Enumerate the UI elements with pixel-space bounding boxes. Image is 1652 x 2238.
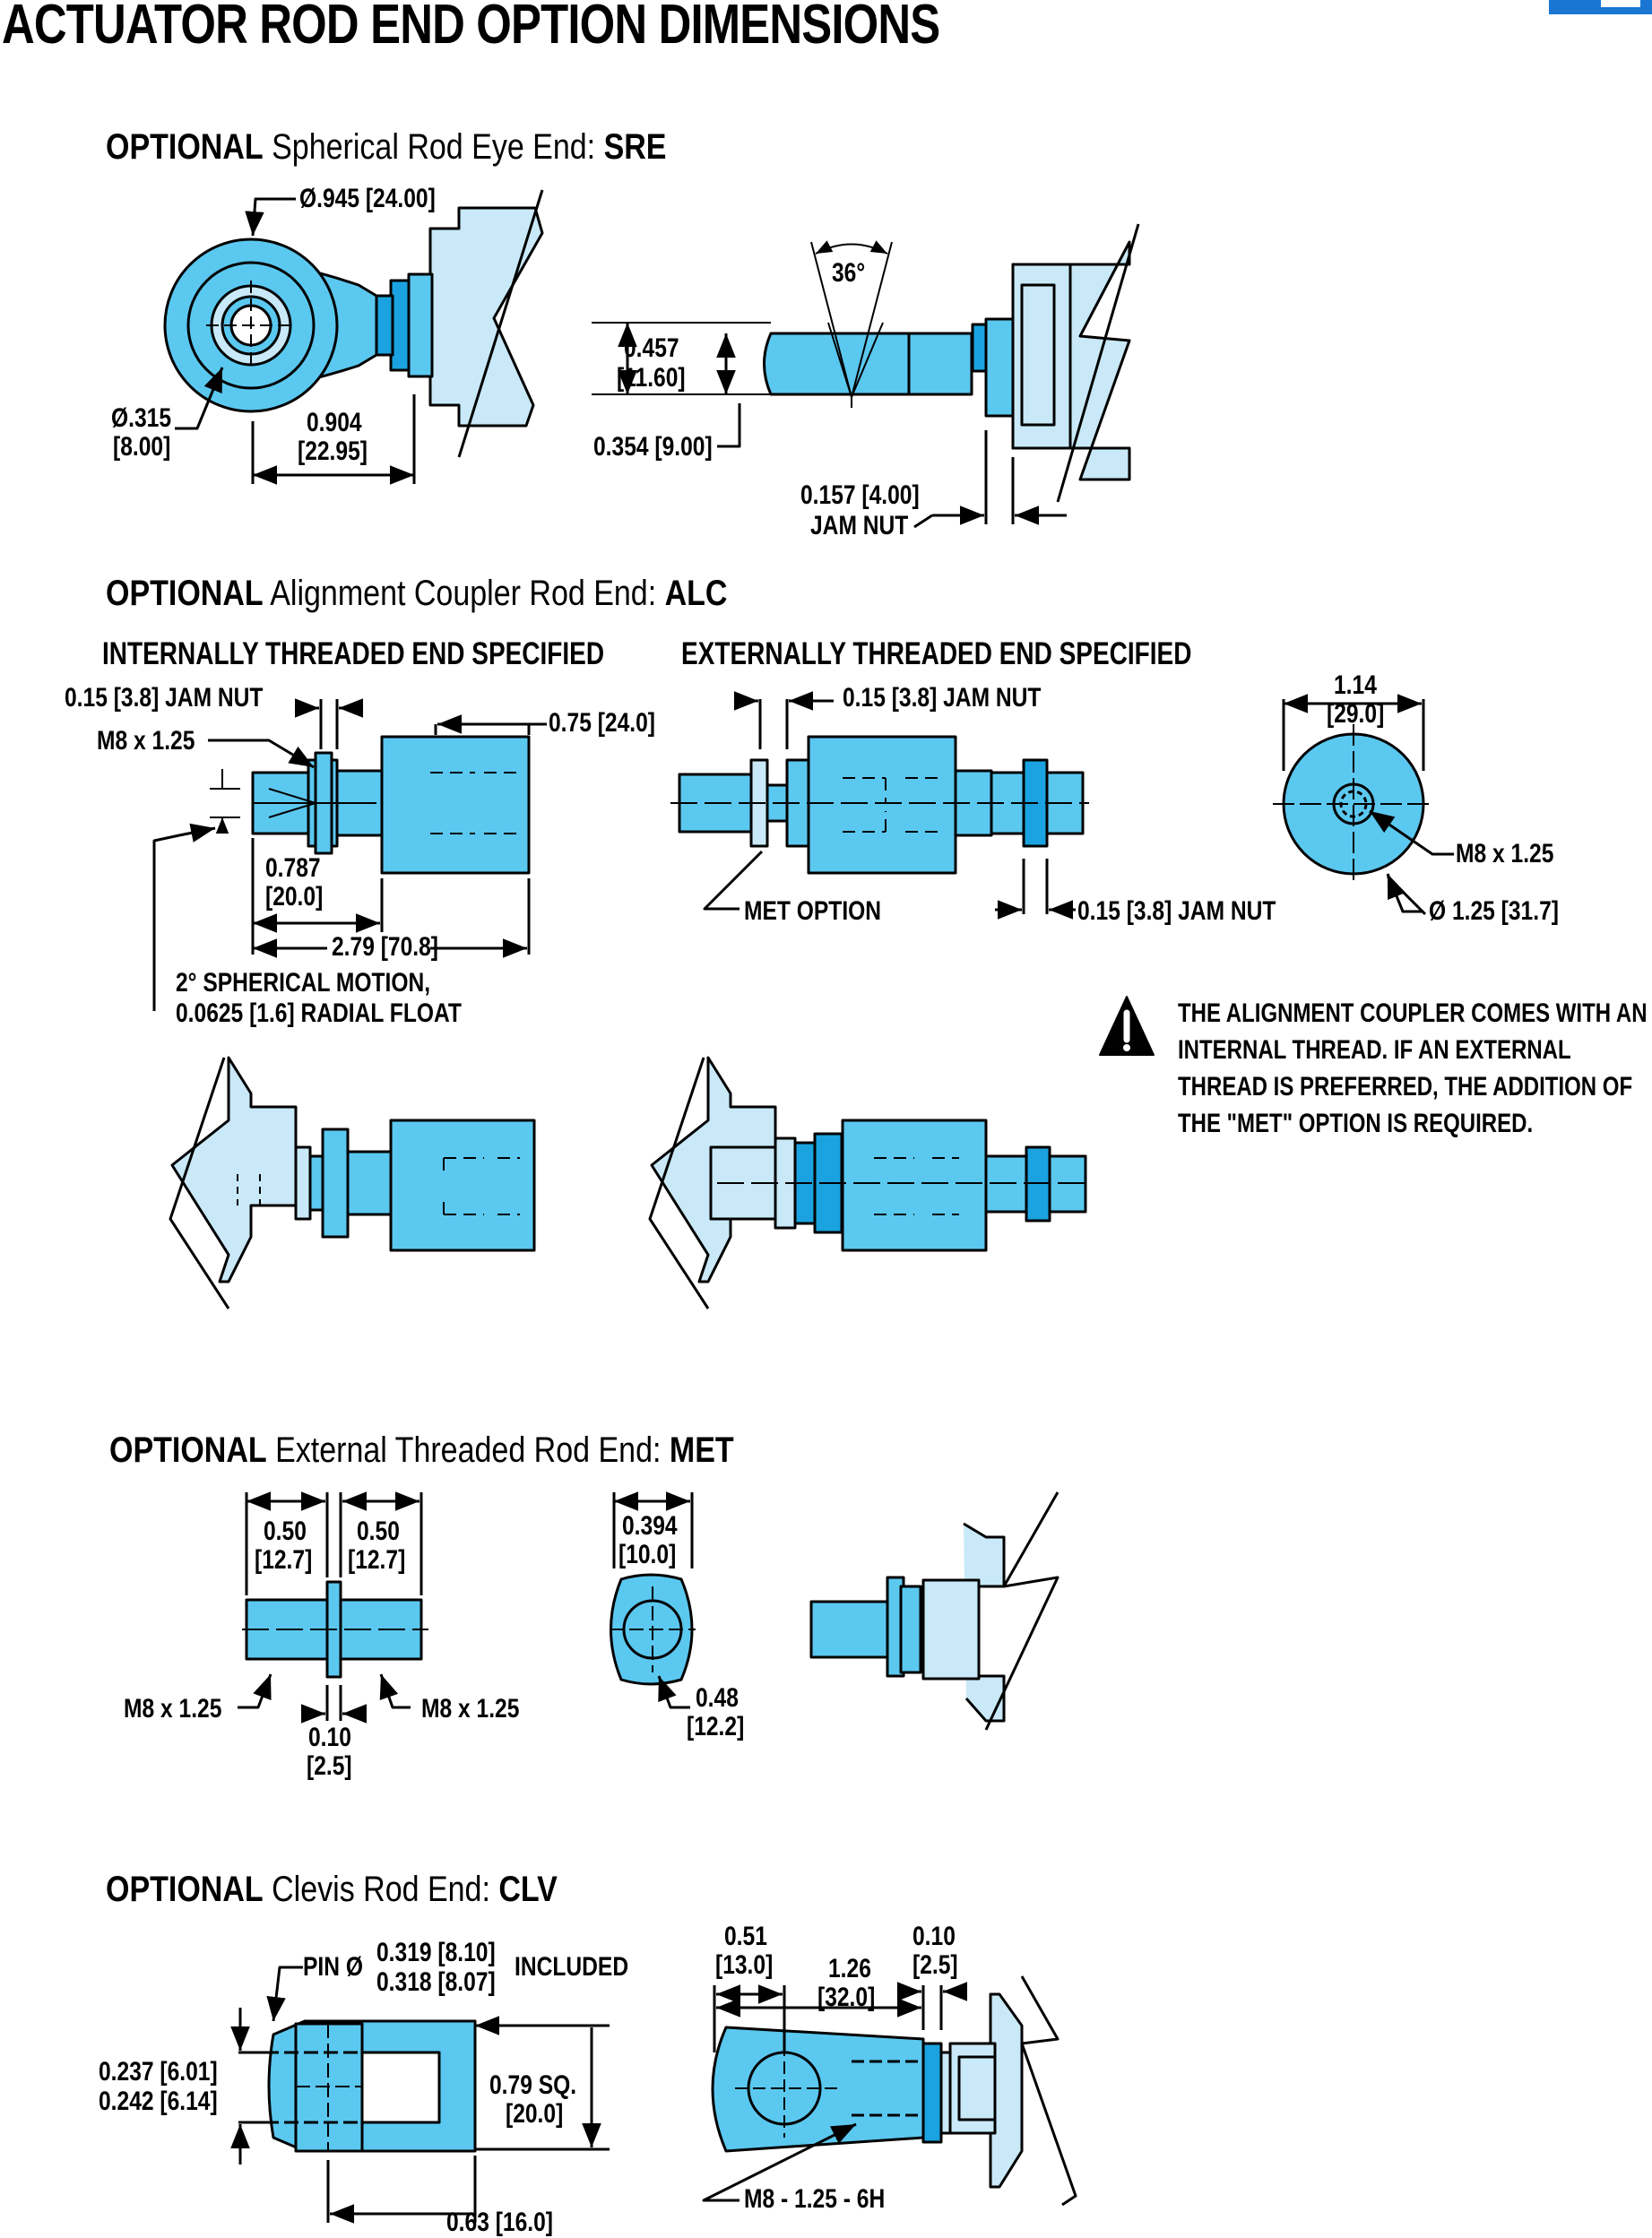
clv-square-mm: [20.0]: [506, 2099, 564, 2129]
alc-ext-jam-nut-bottom: 0.15 [3.8] JAM NUT: [1077, 896, 1276, 926]
clv-length-mm: [32.0]: [817, 1983, 876, 2012]
met-nut-thickness: 0.10: [308, 1723, 351, 1752]
clv-square: 0.79 SQ.: [489, 2070, 577, 2100]
alc-heading-text: Alignment Coupler Rod End:: [270, 574, 657, 613]
alc-assembly-internal: [169, 1056, 536, 1309]
alc-internal-view: [152, 698, 547, 1011]
met-assembly-view: [809, 1491, 1060, 1731]
alc-warning-line-2: INTERNAL THREAD. IF AN EXTERNAL: [1178, 1035, 1571, 1065]
met-left-length: 0.50: [264, 1516, 307, 1546]
clv-pin-prefix: PIN Ø: [303, 1952, 363, 1982]
clv-slot-max: 0.242 [6.14]: [99, 2087, 218, 2116]
met-end-view: [610, 1491, 696, 1709]
clv-pin-offset: 0.51: [724, 1922, 767, 1951]
met-right-thread: M8 x 1.25: [421, 1694, 520, 1724]
clv-thread: M8 - 1.25 - 6H: [744, 2184, 886, 2214]
clv-length: 1.26: [828, 1954, 871, 1983]
alc-overall-length: 2.79 [70.8]: [332, 932, 438, 962]
alc-int-jam-nut: 0.15 [3.8] JAM NUT: [65, 683, 264, 713]
alc-warning-line-4: THE "MET" OPTION IS REQUIRED.: [1178, 1109, 1534, 1138]
sre-side-view: [592, 223, 1140, 529]
alc-warning-line-3: THREAD IS PREFERRED, THE ADDITION OF: [1178, 1072, 1633, 1102]
alc-external-view: [670, 691, 1089, 920]
alc-int-thread: M8 x 1.25: [97, 726, 195, 756]
alc-heading: OPTIONAL Alignment Coupler Rod End: ALC: [106, 574, 727, 614]
met-nut-diameter: 0.48: [696, 1683, 739, 1713]
sre-center-length-mm: [22.95]: [298, 436, 368, 466]
clv-top-view: [230, 1966, 610, 2224]
alc-heading-prefix: OPTIONAL: [106, 574, 264, 613]
alc-int-length-mm: [20.0]: [265, 882, 324, 912]
alc-int-length: 0.787: [265, 853, 321, 883]
sre-bore-diameter: Ø.315: [111, 403, 172, 433]
alc-motion-line-1: 2° SPHERICAL MOTION,: [176, 968, 431, 998]
sre-heading-prefix: OPTIONAL: [106, 127, 264, 167]
met-heading-code: MET: [669, 1430, 734, 1470]
alc-end-width: 1.14: [1334, 670, 1377, 700]
sre-width-mm: [11.60]: [617, 363, 686, 393]
met-flat-size: 0.394: [622, 1511, 678, 1541]
clv-heading: OPTIONAL Clevis Rod End: CLV: [106, 1870, 558, 1910]
alc-heading-code: ALC: [664, 574, 728, 613]
sre-angle: 36°: [832, 258, 866, 288]
met-side-view: [238, 1491, 428, 1724]
sre-bore-diameter-mm: [8.00]: [113, 432, 171, 462]
clv-heading-code: CLV: [498, 1870, 558, 1909]
alc-ext-jam-nut-top: 0.15 [3.8] JAM NUT: [843, 683, 1042, 713]
clv-slot-min: 0.237 [6.01]: [99, 2057, 218, 2087]
met-nut-diameter-mm: [12.2]: [687, 1712, 745, 1741]
alc-warning-text: THE ALIGNMENT COUPLER COMES WITH AN INTE…: [1178, 995, 1648, 1142]
clv-pin-max: 0.319 [8.10]: [376, 1938, 496, 1967]
clv-heading-prefix: OPTIONAL: [106, 1870, 264, 1909]
alc-motion-line-2: 0.0625 [1.6] RADIAL FLOAT: [176, 998, 462, 1028]
met-heading-text: External Threaded Rod End:: [275, 1430, 662, 1470]
alc-warning-line-1: THE ALIGNMENT COUPLER COMES WITH AN: [1178, 998, 1648, 1028]
alc-end-thread: M8 x 1.25: [1456, 839, 1554, 868]
alc-internal-title: INTERNALLY THREADED END SPECIFIED: [102, 636, 605, 671]
sre-jam-nut-label: JAM NUT: [810, 511, 909, 540]
alc-met-option: MET OPTION: [744, 896, 882, 926]
sre-width: 0.457: [624, 333, 679, 363]
clv-pin-included: INCLUDED: [515, 1952, 629, 1982]
clv-side-view: [702, 1975, 1077, 2207]
clv-pin-offset-mm: [13.0]: [715, 1950, 774, 1980]
clv-pin-min: 0.318 [8.07]: [376, 1967, 496, 1997]
met-heading: OPTIONAL External Threaded Rod End: MET: [109, 1430, 734, 1471]
clv-heading-text: Clevis Rod End:: [272, 1870, 490, 1909]
page-title: ACTUATOR ROD END OPTION DIMENSIONS: [2, 0, 940, 56]
sre-heading-code: SRE: [603, 127, 667, 167]
alc-warning-icon: [1099, 996, 1155, 1056]
sre-front-view: [163, 189, 544, 485]
met-left-thread: M8 x 1.25: [124, 1694, 222, 1724]
met-nut-thickness-mm: [2.5]: [307, 1751, 352, 1781]
alc-assembly-external: [648, 1056, 1089, 1309]
sre-eye-diameter: Ø.945 [24.00]: [299, 184, 436, 213]
met-right-length: 0.50: [357, 1516, 400, 1546]
met-heading-prefix: OPTIONAL: [109, 1430, 267, 1470]
alc-external-title: EXTERNALLY THREADED END SPECIFIED: [681, 636, 1192, 671]
sre-ball-width: 0.354 [9.00]: [593, 432, 713, 462]
sre-heading: OPTIONAL Spherical Rod Eye End: SRE: [106, 127, 666, 168]
clv-nut-mm: [2.5]: [912, 1950, 958, 1980]
page-tab-badge: [1549, 0, 1652, 14]
met-right-length-mm: [12.7]: [348, 1545, 406, 1575]
alc-end-diameter: Ø 1.25 [31.7]: [1429, 896, 1559, 926]
met-flat-size-mm: [10.0]: [618, 1540, 677, 1569]
sre-heading-text: Spherical Rod Eye End:: [272, 127, 596, 167]
alc-end-view: [1273, 694, 1454, 916]
met-left-length-mm: [12.7]: [255, 1545, 313, 1575]
clv-nut: 0.10: [912, 1922, 956, 1951]
sre-center-length: 0.904: [307, 408, 362, 437]
sre-jam-nut: 0.157 [4.00]: [800, 480, 920, 510]
alc-int-depth: 0.75 [24.0]: [549, 708, 655, 738]
alc-end-width-mm: [29.0]: [1327, 699, 1385, 729]
clv-pin-to-end: 0.63 [16.0]: [446, 2208, 553, 2237]
